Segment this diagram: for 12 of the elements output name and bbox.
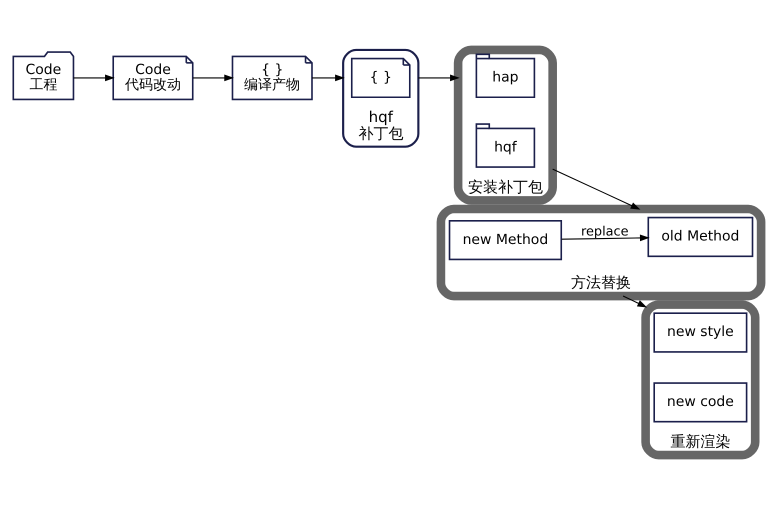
arrow [312, 74, 344, 82]
arrow [192, 74, 234, 82]
node-box: new Method [448, 220, 562, 260]
arrow [418, 74, 460, 82]
edge-label: replace [580, 224, 628, 240]
node-box: old Method [646, 216, 753, 258]
arrow [552, 168, 640, 210]
arrow [73, 74, 114, 82]
node-box: new style [652, 312, 747, 353]
node-box: new code [652, 382, 747, 423]
arrow [622, 296, 647, 308]
arrow [561, 234, 650, 242]
